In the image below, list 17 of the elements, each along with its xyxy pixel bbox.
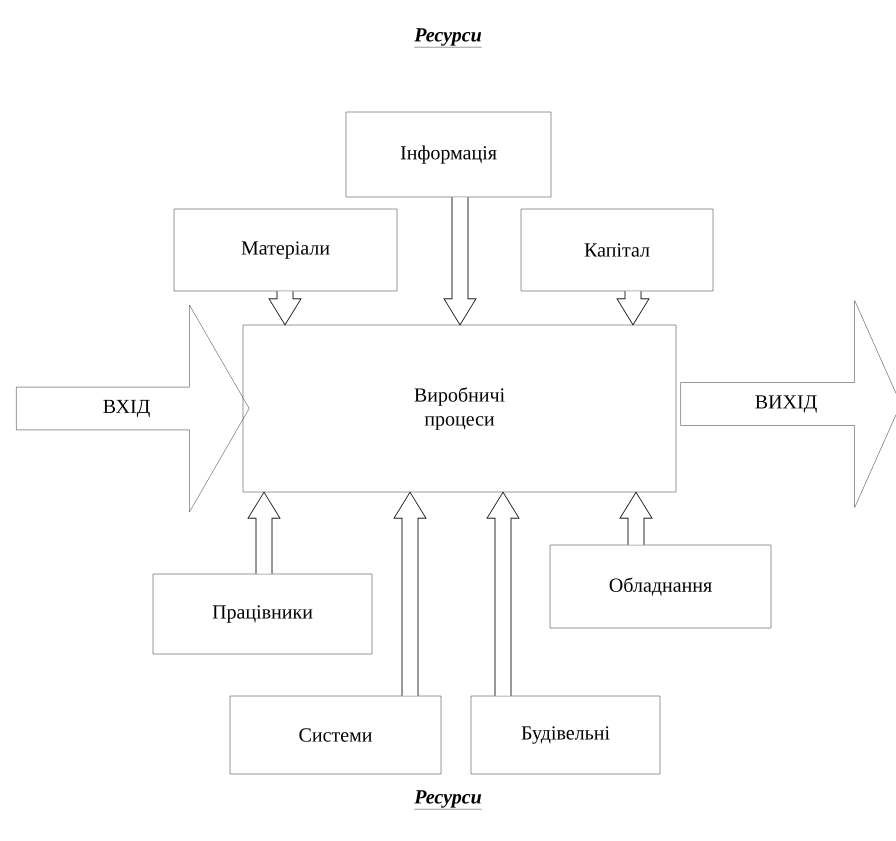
process-box: Інформація xyxy=(346,112,552,198)
hollow-arrow xyxy=(616,290,650,326)
heading: Ресурси xyxy=(414,790,482,810)
heading: Ресурси xyxy=(414,28,482,48)
hollow-arrow xyxy=(486,491,520,696)
process-box: Матеріали xyxy=(174,208,398,292)
process-box: Капітал xyxy=(520,208,714,292)
process-box: Виробничі процеси xyxy=(242,324,676,492)
hollow-arrow xyxy=(619,491,653,546)
process-box: Будівельні xyxy=(470,696,660,774)
process-box: Обладнання xyxy=(550,544,772,628)
process-box: Системи xyxy=(230,696,442,774)
hollow-arrow xyxy=(268,290,302,326)
hollow-arrow xyxy=(393,491,427,696)
hollow-arrow xyxy=(443,196,477,326)
process-box: Працівники xyxy=(152,574,372,654)
hollow-arrow xyxy=(247,491,281,574)
